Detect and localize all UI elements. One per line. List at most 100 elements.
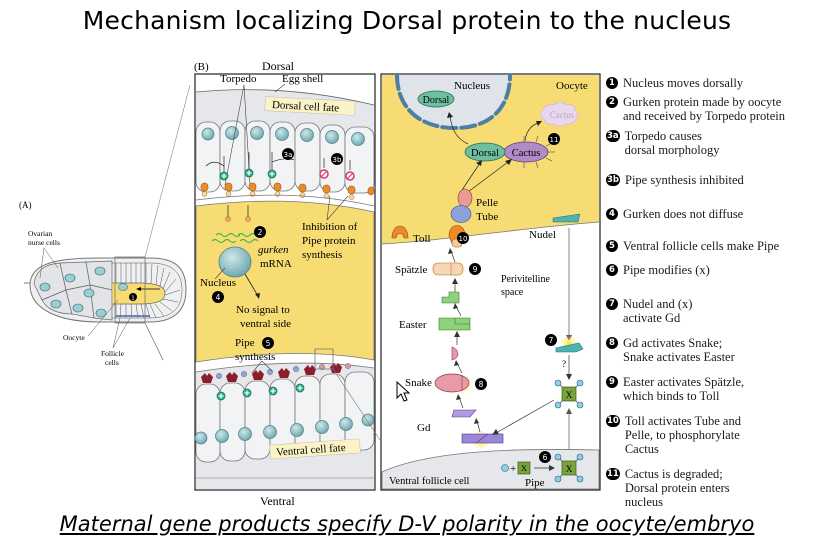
torpedo-receptors [200,182,375,196]
follicle-cells-a [112,262,183,319]
svg-text:1: 1 [131,296,135,302]
legend-text: Toll activates Tube and Pelle, to phosph… [624,414,741,456]
step-badge-3a [282,148,294,160]
legend-item-11: 11 Cactus is degraded; Dorsal protein en… [606,467,730,509]
legend-text: Gurken protein made by oocyte and receiv… [623,95,786,123]
legend-badge: 3b [606,174,620,186]
dorsal-cell-nuclei [201,126,365,146]
svg-text:Cactus: Cactus [550,110,575,120]
svg-text:2: 2 [258,228,263,237]
label-dorsal: Dorsal [262,59,295,73]
gd-active-fragment [451,409,477,418]
legend-badge: 5 [606,240,618,252]
easter-protein [438,317,471,331]
legend-text: Gurken does not diffuse [623,207,744,221]
legend-text: Gd activates Snake; Snake activates East… [623,336,735,364]
legend-badge: 10 [606,415,620,427]
legend-text: Torpedo causes dorsal morphology [624,129,720,157]
label-oocyte-c: Oocyte [556,80,588,92]
legend-item-4: 4 Gurken does not diffuse [606,207,743,221]
ventral-cell-nuclei [194,413,375,445]
label-oocyte-a: Oocyte [63,333,85,342]
step-badge-1 [129,293,137,301]
label-ventral: Ventral [260,494,295,508]
nudel-protein [552,213,581,223]
svg-text:Dorsal: Dorsal [423,95,450,106]
easter-active-fragment [441,291,460,304]
svg-text:10: 10 [459,235,468,243]
label-pelle: Pelle [476,197,498,209]
no-signal-arrow [244,273,259,297]
label-easter: Easter [399,319,427,331]
dorsal-cell-fate-box [264,96,356,116]
legend-badge: 11 [606,468,620,480]
upper-arrows [449,115,539,193]
dorsal-in-nucleus [417,90,455,108]
step-badge-5 [262,337,274,349]
legend-text: Nudel and (x) activate Gd [623,297,693,325]
label-pipe-c: Pipe [525,477,545,489]
svg-text:4: 4 [216,293,221,302]
x-complex-lower [554,453,584,483]
panel-a-label: (A) [19,200,32,210]
nudel-active [555,342,584,353]
legend-badge: 1 [606,77,618,89]
gurken-secretion [225,205,251,222]
inset-box-b [314,348,334,370]
ventral-follicle-cells [195,371,375,463]
label-question: ? [562,359,566,369]
label-gd: Gd [417,422,431,434]
label-x-free: X [521,463,527,473]
label-mrna: mRNA [260,258,292,270]
legend-text: Ventral follicle cells make Pipe [623,239,780,253]
label-x-upper: X [566,390,573,400]
panel-b: (B) Dorsal Ventral Dorsal cell fate Torp… [194,59,381,508]
label-egg-shell: Egg shell [282,73,323,85]
panel-c: Nucleus Oocyte Dorsal Cactus Dorsal Cact… [380,73,601,491]
step-badge-10 [457,232,469,244]
legend-item-8: 8 Gd activates Snake; Snake activates Ea… [606,336,735,364]
svg-text:6: 6 [543,453,548,462]
svg-text:11: 11 [550,136,559,144]
legend-badge: 9 [606,376,618,388]
svg-text:9: 9 [473,265,478,274]
label-dorsal-c: Dorsal [471,148,499,159]
label-ventral-cell-fate: Ventral cell fate [276,442,346,459]
pipe-inhibited-markers [319,158,355,181]
svg-text:8: 8 [479,380,484,389]
label-spatzle: Spätzle [395,264,427,276]
legend-badge: 8 [606,337,618,349]
legend-item-5: 5 Ventral follicle cells make Pipe [606,239,779,253]
label-cactus-c: Cactus [512,148,541,159]
x-protein [517,461,531,475]
label-toll: Toll [413,233,431,245]
oocyte-nucleus-b [218,246,252,278]
pelle-protein [457,188,473,208]
panel-a: (A) 1 [19,84,191,367]
step-badge-2 [254,226,266,238]
svg-text:5: 5 [266,339,271,348]
label-snake: Snake [405,377,432,389]
legend-text: Nucleus moves dorsally [623,76,744,90]
page-title: Mechanism localizing Dorsal protein to t… [82,6,732,35]
panel-b-label: (B) [194,61,209,73]
step-badge-9 [469,263,481,275]
label-pipe: Pipe [235,337,255,349]
gd-protein [461,433,504,444]
step-badge-4 [212,291,224,303]
legend-badge: 3a [606,130,620,142]
label-nucleus-b: Nucleus [200,277,236,289]
svg-text:3a: 3a [284,151,293,159]
legend-badge: 6 [606,264,618,276]
label-gurken: gurken [258,244,289,256]
label-dorsal-cell-fate: Dorsal cell fate [272,99,340,115]
gurken-mrna-squiggles [211,232,259,244]
ventral-cell-fate-box [269,438,361,460]
label-pipe-synthesis: synthesis [235,351,275,363]
